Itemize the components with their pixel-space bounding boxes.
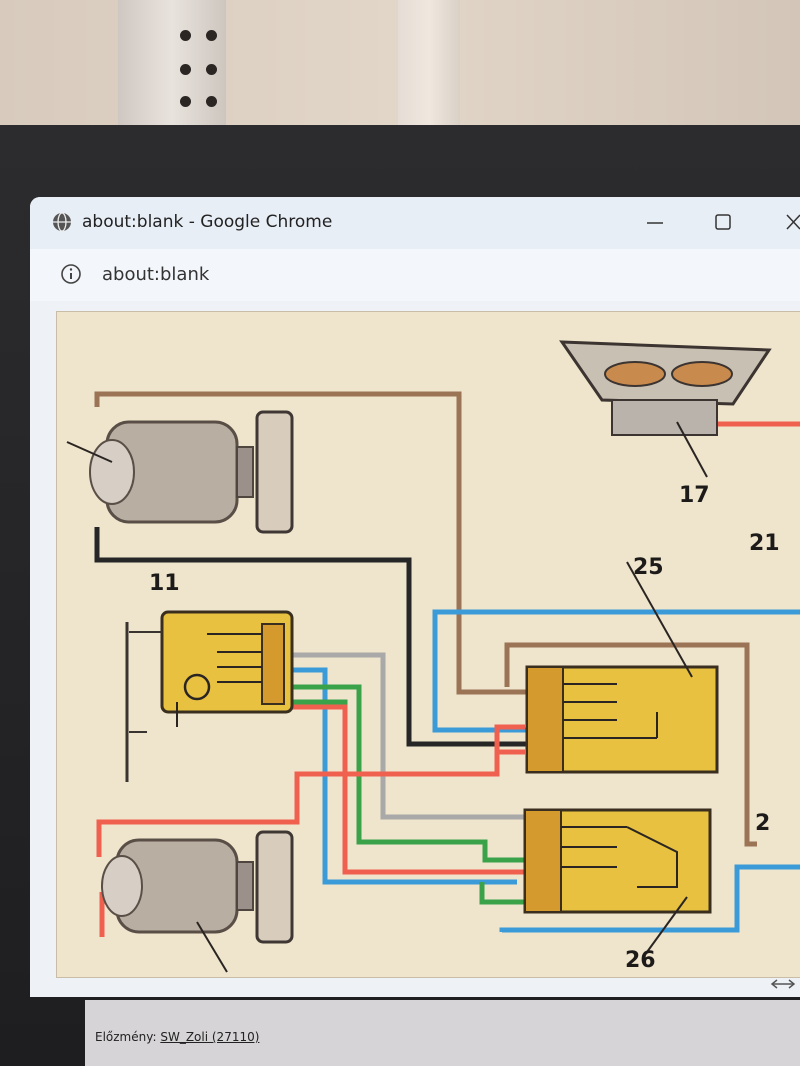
minimize-icon[interactable]: [640, 210, 670, 234]
wiring-diagram: 11 17 21 25 26 2: [66, 340, 800, 973]
motor-top: [66, 410, 294, 534]
title-bar[interactable]: [30, 197, 800, 249]
label-25: 25: [633, 555, 664, 580]
relay-26: [523, 808, 712, 953]
wire-red: [96, 421, 800, 937]
close-icon[interactable]: [778, 210, 800, 234]
maximize-icon[interactable]: [708, 210, 738, 234]
status-user-link[interactable]: SW_Zoli (27110): [160, 1030, 260, 1044]
resize-handle-icon[interactable]: [768, 976, 798, 992]
relay-11: [125, 610, 294, 782]
wire-grey: [287, 652, 527, 820]
info-icon[interactable]: [60, 263, 82, 285]
address-text[interactable]: about:blank: [102, 264, 210, 285]
status-bar: [85, 1000, 800, 1066]
label-26: 26: [625, 948, 656, 973]
wire-black: [94, 527, 527, 747]
window-title: about:blank - Google Chrome: [82, 212, 333, 232]
label-11: 11: [149, 571, 180, 596]
address-bar[interactable]: [30, 249, 800, 301]
page-content: 11 17 21 25 26 2: [56, 311, 800, 978]
motor-bottom: [101, 830, 294, 973]
label-2: 2: [755, 811, 770, 836]
label-17: 17: [679, 483, 710, 508]
wire-brown: [94, 391, 757, 847]
label-21: 21: [749, 531, 780, 556]
speaker: [559, 340, 772, 478]
relay-25: [525, 561, 719, 774]
wall-post: [398, 0, 460, 128]
status-prefix: Előzmény:: [95, 1030, 157, 1044]
globe-icon: [53, 212, 71, 232]
status-history: Előzmény: SW_Zoli (27110): [95, 1030, 259, 1044]
slotted-rail: [118, 0, 226, 125]
